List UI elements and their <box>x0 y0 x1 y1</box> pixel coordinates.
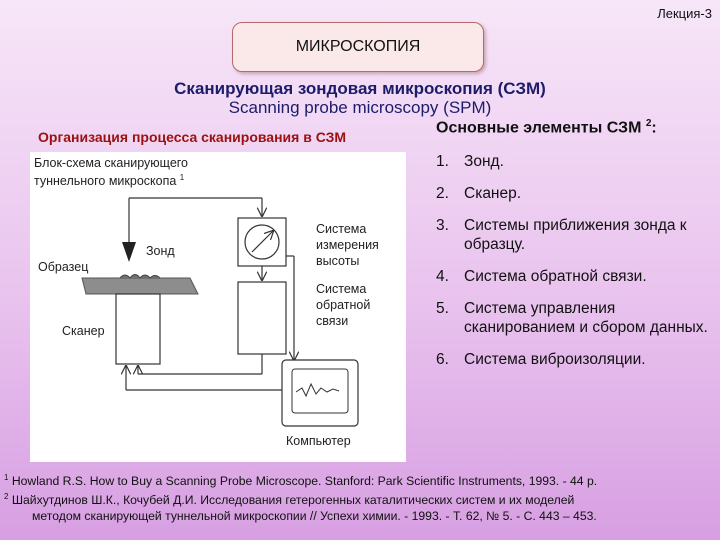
computer-screen-trace <box>295 382 340 398</box>
list-item-text: Система управления сканированием и сборо… <box>464 300 708 336</box>
probe-label: Зонд <box>146 244 175 258</box>
list-item: 1. Зонд. <box>436 152 716 171</box>
computer-label: Компьютер <box>286 434 351 448</box>
feedback-label-1: Система <box>316 282 367 296</box>
diagram-caption-footnote: 1 <box>179 173 185 182</box>
list-item-text: Система виброизоляции. <box>464 351 646 368</box>
reference-text: Шайхутдинов Ш.К., Кочубей Д.И. Исследова… <box>11 493 575 508</box>
elements-heading-colon: : <box>651 119 657 137</box>
list-item: 2. Сканер. <box>436 184 716 203</box>
feedback-label-2: обратной <box>316 298 371 312</box>
list-item-text: Зонд. <box>464 153 504 170</box>
elements-heading-footnote: 2 <box>645 118 652 129</box>
list-item-number: 2. <box>436 185 449 202</box>
reference-item: методом сканирующей туннельной микроскоп… <box>4 508 716 524</box>
subtitle-english: Scanning probe microscopy (SPM) <box>228 98 492 117</box>
list-item-text: Сканер. <box>464 185 522 202</box>
reference-item: 1 Howland R.S. How to Buy a Scanning Pro… <box>4 470 716 489</box>
list-item: 5. Система управления сканированием и сбо… <box>436 299 716 337</box>
height-meter-needle <box>251 231 273 253</box>
scanner-label: Сканер <box>62 324 105 338</box>
diagram-caption-line2: туннельного микроскопа 1 <box>34 171 184 188</box>
reference-number: 2 <box>4 492 9 502</box>
elements-heading: Основные элементы СЗМ 2: <box>436 118 657 137</box>
sample-stage <box>81 277 199 295</box>
reference-number: 1 <box>4 473 9 482</box>
computer-screen <box>291 368 349 414</box>
diagram-caption-line2-text: туннельного микроскопа <box>34 174 177 189</box>
elements-list: 1. Зонд. 2. Сканер. 3. Системы приближения … <box>436 152 716 382</box>
subtitle-russian: Сканирующая зондовая микроскопия (СЗМ) <box>174 79 546 98</box>
list-item-number: 6. <box>436 351 449 368</box>
probe-tip <box>122 242 136 262</box>
list-item-text: Система обратной связи. <box>464 268 647 285</box>
organization-heading: Организация процесса сканирования в СЗМ <box>38 129 347 145</box>
diagram-caption-line1: Блок-схема сканирующего <box>34 156 189 170</box>
stm-block-diagram: Блок-схема сканирующего туннельного микр… <box>30 152 406 462</box>
elements-heading-text: Основные элементы СЗМ <box>436 119 642 137</box>
list-item-number: 3. <box>436 217 449 234</box>
list-item: 4. Система обратной связи. <box>436 267 716 286</box>
list-item: 6. Система виброизоляции. <box>436 350 716 369</box>
list-item-number: 4. <box>436 268 449 285</box>
list-item-text: Системы приближения зонда к образцу. <box>464 217 687 253</box>
reference-text: методом сканирующей туннельной микроскоп… <box>32 509 597 524</box>
list-item-number: 5. <box>436 300 449 317</box>
feedback-box <box>237 281 287 355</box>
references: 1 Howland R.S. How to Buy a Scanning Pro… <box>4 470 716 524</box>
height-system-label-2: измерения <box>316 238 379 252</box>
scanner-box <box>115 293 161 365</box>
height-system-label-3: высоты <box>316 254 360 268</box>
lecture-number: Лекция-3 <box>657 6 712 21</box>
list-item: 3. Системы приближения зонда к образцу. <box>436 216 716 254</box>
sample-surface <box>119 274 161 279</box>
height-system-label-1: Система <box>316 222 367 236</box>
reference-text: Howland R.S. How to Buy a Scanning Probe… <box>11 474 598 489</box>
list-item-number: 1. <box>436 153 449 170</box>
feedback-label-3: связи <box>316 314 349 328</box>
slide-title-text: МИКРОСКОПИЯ <box>295 38 421 55</box>
slide-title: МИКРОСКОПИЯ <box>232 22 484 72</box>
stm-diagram-graphics <box>81 197 359 427</box>
height-meter-dial <box>244 224 280 260</box>
sample-label: Образец <box>38 260 89 274</box>
reference-item: 2 Шайхутдинов Ш.К., Кочубей Д.И. Исследо… <box>4 489 716 508</box>
